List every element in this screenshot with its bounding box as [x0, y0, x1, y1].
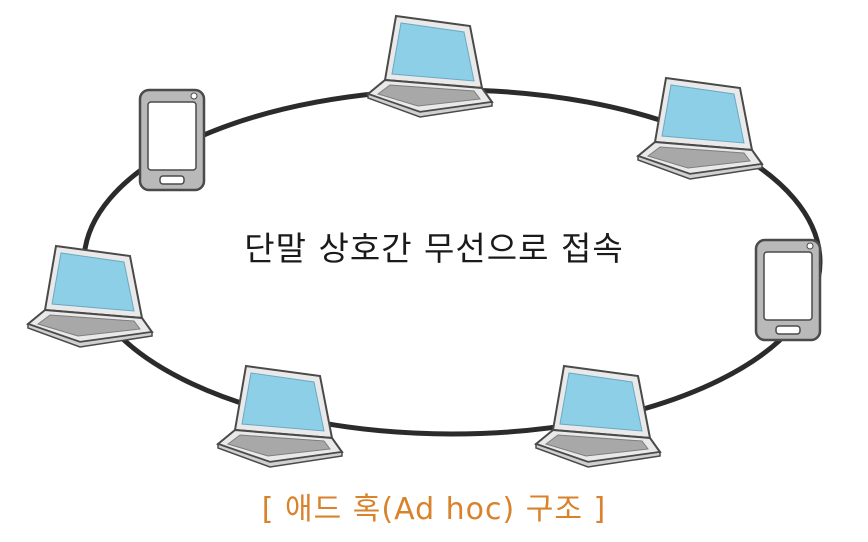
- phone-screen: [763, 251, 813, 321]
- laptop-keyboard: [544, 434, 649, 457]
- laptop-icon: [635, 76, 764, 180]
- laptop-icon: [215, 364, 344, 468]
- laptop-screen: [51, 252, 135, 312]
- laptop-screen: [559, 372, 643, 432]
- laptop-icon: [365, 14, 494, 118]
- laptop-keyboard: [646, 146, 751, 169]
- phone-camera: [806, 242, 814, 250]
- phone-screen: [147, 101, 197, 171]
- laptop-front-edge: [535, 442, 661, 468]
- smartphone-icon: [754, 238, 822, 342]
- center-label: 단말 상호간 무선으로 접속: [244, 229, 624, 268]
- devices-layer: [25, 14, 822, 468]
- laptop-front-edge: [367, 92, 493, 118]
- diagram-caption: [ 애드 혹(Ad hoc) 구조 ]: [261, 492, 607, 527]
- laptop-icon: [533, 364, 662, 468]
- laptop-front-edge: [27, 322, 153, 348]
- laptop-front-edge: [637, 154, 763, 180]
- phone-home-button: [159, 175, 185, 185]
- laptop-keyboard: [376, 84, 481, 107]
- laptop-keyboard: [226, 434, 331, 457]
- laptop-icon: [25, 244, 154, 348]
- phone-home-button: [775, 325, 801, 335]
- laptop-front-edge: [217, 442, 343, 468]
- phone-camera: [190, 92, 198, 100]
- laptop-screen: [391, 22, 475, 82]
- laptop-keyboard: [36, 314, 141, 337]
- laptop-screen: [661, 84, 745, 144]
- smartphone-icon: [138, 88, 206, 192]
- laptop-screen: [241, 372, 325, 432]
